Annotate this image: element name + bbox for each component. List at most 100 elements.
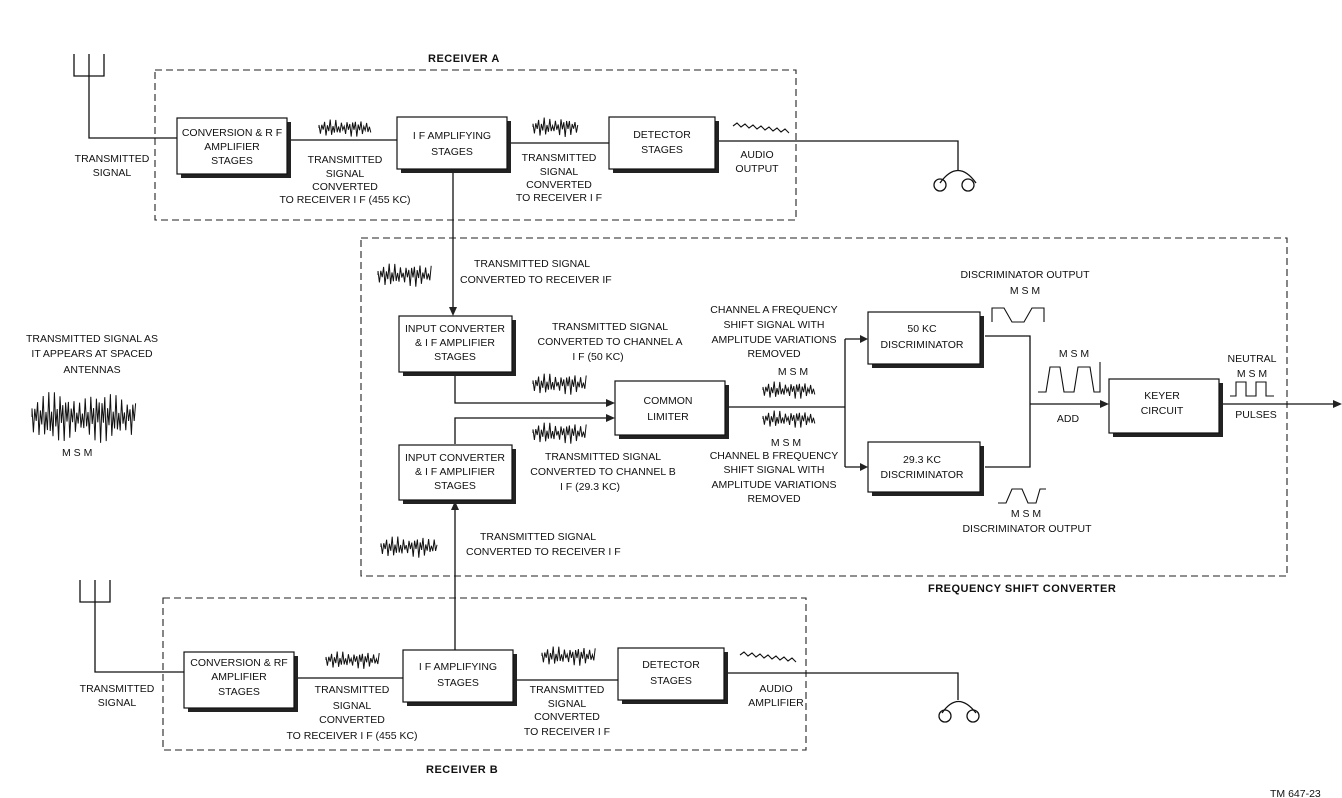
receiver-b-title: RECEIVER B bbox=[426, 764, 498, 776]
burst-receiver-b-rf-icon bbox=[325, 651, 380, 669]
label-line: CONVERTED bbox=[312, 181, 378, 193]
label-line: TRANSMITTED SIGNAL bbox=[545, 451, 661, 463]
block-input-converter-b-line1: INPUT CONVERTER bbox=[405, 452, 505, 464]
label-line: TO RECEIVER I F bbox=[516, 192, 602, 204]
frequency-shift-converter-enclosure bbox=[360, 237, 1288, 577]
block-detector-b-line2: STAGES bbox=[650, 675, 692, 687]
label-line: SIGNAL bbox=[93, 167, 132, 179]
label-line: CONVERTED bbox=[534, 711, 600, 723]
label-line: TRANSMITTED SIGNAL bbox=[552, 321, 668, 333]
burst-limited-a-icon bbox=[762, 381, 816, 399]
label-line: CONVERTED TO RECEIVER I F bbox=[466, 546, 621, 558]
label-converted-455-b: TRANSMITTED SIGNAL CONVERTED TO RECEIVER… bbox=[286, 684, 417, 742]
block-if-amplifying-a: I F AMPLIFYING STAGES bbox=[396, 116, 511, 173]
arrow-head bbox=[451, 501, 459, 510]
block-detector-a: DETECTOR STAGES bbox=[608, 116, 719, 173]
label-converted-channel-a: TRANSMITTED SIGNAL CONVERTED TO CHANNEL … bbox=[538, 321, 683, 363]
label-msm-disc-top: M S M bbox=[1010, 285, 1040, 297]
label-line: CHANNEL B FREQUENCY bbox=[710, 450, 839, 462]
block-conversion-rf-a-line2: AMPLIFIER bbox=[204, 141, 260, 153]
block-detector-a-line1: DETECTOR bbox=[633, 129, 691, 141]
label-line: TRANSMITTED bbox=[308, 154, 383, 166]
block-common-limiter: COMMON LIMITER bbox=[614, 380, 729, 439]
discriminator-output-top-waveform bbox=[991, 307, 1045, 323]
label-line: TRANSMITTED SIGNAL bbox=[480, 531, 596, 543]
receiver-a-signal-line bbox=[290, 139, 959, 170]
block-conversion-rf-b-line3: STAGES bbox=[218, 686, 260, 698]
label-line: TRANSMITTED SIGNAL AS bbox=[26, 333, 158, 345]
arrow-head bbox=[860, 335, 868, 343]
label-converted-455-a: TRANSMITTED SIGNAL CONVERTED TO RECEIVER… bbox=[279, 154, 410, 206]
label-line: SIGNAL bbox=[548, 698, 587, 710]
label-line: IT APPEARS AT SPACED bbox=[31, 348, 153, 360]
receiver-a-title: RECEIVER A bbox=[428, 53, 500, 65]
label-converted-channel-b: TRANSMITTED SIGNAL CONVERTED TO CHANNEL … bbox=[530, 451, 675, 493]
block-detector-b-line1: DETECTOR bbox=[642, 659, 700, 671]
label-line: SIGNAL bbox=[540, 166, 579, 178]
block-50kc-line2: DISCRIMINATOR bbox=[880, 339, 963, 351]
block-common-limiter-line1: COMMON bbox=[644, 395, 693, 407]
label-line: AUDIO bbox=[740, 149, 773, 161]
block-input-converter-a-line1: INPUT CONVERTER bbox=[405, 323, 505, 335]
label-msm-neutral: M S M bbox=[1237, 368, 1267, 380]
receiver-b-signal-line bbox=[296, 672, 959, 700]
receiver-a-enclosure bbox=[154, 69, 797, 221]
block-if-amplifying-b: I F AMPLIFYING STAGES bbox=[402, 649, 517, 706]
label-line: CHANNEL A FREQUENCY bbox=[710, 304, 837, 316]
block-50kc-discriminator: 50 KC DISCRIMINATOR bbox=[867, 311, 984, 368]
burst-channel-a-icon bbox=[532, 373, 587, 395]
label-line: REMOVED bbox=[747, 493, 801, 505]
neutral-pulses-waveform bbox=[1230, 381, 1274, 397]
label-line: SIGNAL bbox=[333, 700, 372, 712]
label-msm: M S M bbox=[62, 447, 92, 459]
block-input-converter-b: INPUT CONVERTER & I F AMPLIFIER STAGES bbox=[398, 444, 516, 504]
arrow-head bbox=[449, 307, 457, 316]
conv-a-to-limiter-line bbox=[454, 375, 606, 404]
burst-channel-b-icon bbox=[532, 422, 587, 444]
block-conversion-rf-a-line1: CONVERSION & R F bbox=[182, 127, 282, 139]
label-line: TRANSMITTED SIGNAL bbox=[474, 258, 590, 270]
block-if-amplifying-b-line2: STAGES bbox=[437, 677, 479, 689]
fsc-title: FREQUENCY SHIFT CONVERTER bbox=[928, 583, 1116, 595]
add-output-waveform bbox=[1038, 362, 1101, 393]
label-converted-receiver-if-bottom: TRANSMITTED SIGNAL CONVERTED TO RECEIVER… bbox=[466, 531, 621, 558]
label-converted-if-a: TRANSMITTED SIGNAL CONVERTED TO RECEIVER… bbox=[516, 152, 602, 204]
modulated-signal-bursts bbox=[31, 117, 816, 669]
block-50kc-line1: 50 KC bbox=[907, 323, 937, 335]
label-line: TRANSMITTED bbox=[530, 684, 605, 696]
burst-receiver-a-if-icon bbox=[532, 117, 579, 137]
block-detector-b: DETECTOR STAGES bbox=[617, 647, 728, 704]
burst-limited-b-icon bbox=[762, 410, 816, 428]
block-input-converter-a: INPUT CONVERTER & I F AMPLIFIER STAGES bbox=[398, 315, 516, 376]
label-line: SIGNAL bbox=[98, 697, 137, 709]
block-detector-a-line2: STAGES bbox=[641, 144, 683, 156]
burst-receiver-a-rf-icon bbox=[318, 119, 372, 137]
label-line: AMPLIFIER bbox=[748, 697, 804, 709]
block-conversion-rf-a-line3: STAGES bbox=[211, 155, 253, 167]
label-line: REMOVED bbox=[747, 348, 801, 360]
arrow-head bbox=[606, 414, 615, 422]
label-line: AMPLITUDE VARIATIONS bbox=[711, 334, 836, 346]
label-line: I F (29.3 KC) bbox=[560, 481, 620, 493]
block-common-limiter-line2: LIMITER bbox=[647, 411, 689, 423]
limiter-split-line bbox=[729, 338, 860, 468]
label-transmitted-signal-b: TRANSMITTED SIGNAL bbox=[80, 683, 155, 709]
headphones-a-icon bbox=[933, 169, 977, 192]
block-input-converter-a-line3: STAGES bbox=[434, 351, 476, 363]
block-keyer-line2: CIRCUIT bbox=[1141, 405, 1184, 417]
label-audio-amplifier: AUDIO AMPLIFIER bbox=[748, 683, 804, 709]
burst-receiver-b-if-icon bbox=[541, 646, 596, 666]
block-conversion-rf-a: CONVERSION & R F AMPLIFIER STAGES bbox=[176, 117, 291, 178]
label-disc-output-top: DISCRIMINATOR OUTPUT bbox=[960, 269, 1090, 281]
antenna-b-icon bbox=[79, 580, 184, 673]
label-msm: M S M bbox=[778, 366, 808, 378]
label-msm: M S M bbox=[771, 437, 801, 449]
discriminator-add-line bbox=[985, 335, 1100, 468]
discriminator-output-bottom-waveform bbox=[998, 488, 1046, 504]
label-line: TRANSMITTED bbox=[522, 152, 597, 164]
block-29kc-discriminator: 29.3 KC DISCRIMINATOR bbox=[867, 441, 984, 496]
block-29kc-line2: DISCRIMINATOR bbox=[880, 469, 963, 481]
label-line: CONVERTED TO CHANNEL A bbox=[538, 336, 683, 348]
label-channel-a-fs: CHANNEL A FREQUENCY SHIFT SIGNAL WITH AM… bbox=[710, 304, 837, 378]
